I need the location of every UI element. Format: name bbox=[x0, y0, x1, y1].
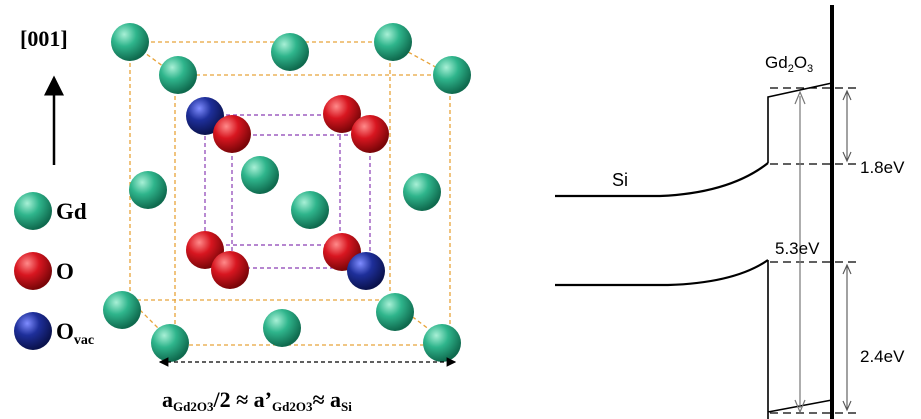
gd-atoms bbox=[103, 23, 471, 362]
crystal-structure: [001] bbox=[14, 23, 471, 414]
gd-atom bbox=[159, 56, 197, 94]
gd-atom bbox=[151, 324, 189, 362]
oxide-label: Gd2O3 bbox=[765, 53, 813, 75]
o-vacancy-atom bbox=[347, 252, 385, 290]
si-valence-band bbox=[555, 259, 769, 287]
band-gap-label: 5.3eV bbox=[775, 239, 820, 258]
cb-offset-arrow-head-top bbox=[842, 89, 852, 101]
gd-atom bbox=[433, 56, 471, 94]
legend: Gd O Ovac bbox=[14, 192, 94, 350]
si-label: Si bbox=[612, 170, 628, 190]
legend-gd-swatch bbox=[14, 192, 52, 230]
o-atom bbox=[213, 115, 251, 153]
legend-gd-label: Gd bbox=[56, 199, 87, 224]
vb-offset-arrow-head-top bbox=[842, 263, 852, 275]
cb-offset-arrow-head-bottom bbox=[842, 151, 852, 163]
gd-atom bbox=[374, 23, 412, 61]
legend-o-swatch bbox=[14, 252, 52, 290]
vb-offset-label: 2.4eV bbox=[860, 347, 905, 366]
gd-atom bbox=[291, 191, 329, 229]
gd-atom bbox=[111, 23, 149, 61]
oxygen-atoms bbox=[186, 95, 389, 290]
gd-atom bbox=[129, 171, 167, 209]
cb-offset-label: 1.8eV bbox=[860, 158, 905, 177]
gd-atom bbox=[376, 293, 414, 331]
gd-atom bbox=[263, 309, 301, 347]
band-gap-arrow-head-top bbox=[794, 90, 806, 105]
o-atom bbox=[351, 115, 389, 153]
gd-atom bbox=[103, 291, 141, 329]
band-diagram bbox=[555, 5, 860, 419]
legend-o-label: O bbox=[56, 259, 74, 284]
band-gap-arrow-head-bottom bbox=[794, 399, 806, 414]
gd-atom bbox=[271, 33, 309, 71]
o-atom bbox=[211, 251, 249, 289]
si-conduction-band bbox=[555, 162, 769, 198]
legend-ovac-label: Ovac bbox=[56, 319, 94, 348]
gd-atom bbox=[403, 173, 441, 211]
lattice-relation-formula: aGd2O3/2 ≈ a’Gd2O3≈ aSi bbox=[162, 387, 352, 414]
reference-dashed-lines bbox=[770, 87, 860, 414]
o-vacancy-atom bbox=[186, 97, 224, 135]
legend-ovac-swatch bbox=[14, 312, 52, 350]
legend-ovac-subscript: vac bbox=[74, 333, 94, 348]
direction-label: [001] bbox=[20, 26, 68, 51]
gd-atom bbox=[241, 156, 279, 194]
gd-atom bbox=[423, 324, 461, 362]
o-atom bbox=[323, 95, 361, 133]
vb-offset-arrow-head-bottom bbox=[842, 400, 852, 412]
band-diagram-labels: Si Gd2O3 5.3eV 1.8eV 2.4eV bbox=[612, 53, 905, 366]
outer-unit-cell-frame bbox=[129, 41, 451, 346]
